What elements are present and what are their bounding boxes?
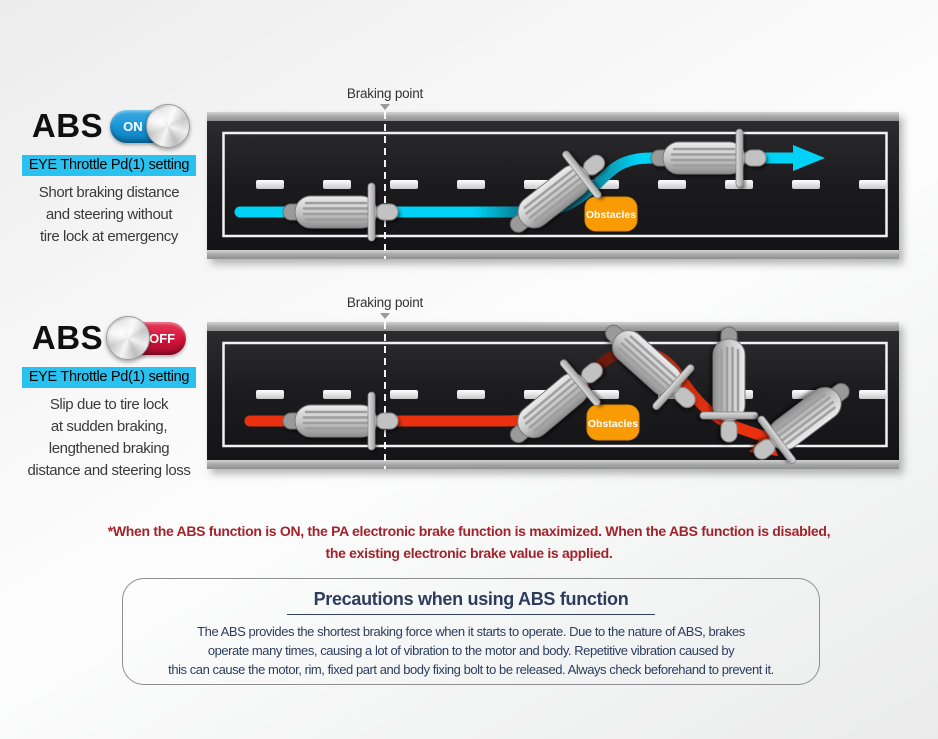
abs-on-heading: ABS [31,107,104,144]
obstacles-badge: Obstacles [584,196,638,232]
precautions-box: Precautions when using ABS function The … [122,578,820,685]
setting-chip-on: EYE Throttle Pd(1) setting [21,155,197,176]
down-triangle-icon [380,104,390,110]
abs-off-toggle[interactable]: OFF [106,315,187,361]
toggle-knob[interactable] [106,316,151,360]
abs-off-heading: ABS [31,319,104,356]
obstacles-badge: Obstacles [586,404,640,441]
braking-point-label-on: Braking point [325,86,445,110]
abs-note: *When the ABS function is ON, the PA ele… [107,523,831,561]
precautions-body: The ABS provides the shortest braking fo… [168,624,774,677]
down-triangle-icon [380,313,390,319]
toggle-knob[interactable] [146,104,191,148]
road-diagram-abs-on: Obstacles [207,112,899,259]
toggle-on-label: ON [123,119,143,134]
abs-off-info: ABS OFF EYE Throttle Pd(1) setting Slip … [14,314,204,482]
abs-off-header: ABS OFF [14,314,204,362]
braking-point-label-off: Braking point [325,295,445,319]
svg-text:Obstacles: Obstacles [588,418,638,430]
road-edge-bottom [207,460,899,469]
abs-off-description: Slip due to tire lock at sudden braking,… [27,396,191,479]
road-edge-top [207,112,899,121]
precautions-title: Precautions when using ABS function [313,589,629,609]
trail-arrowhead-on [793,145,825,171]
setting-chip-off: EYE Throttle Pd(1) setting [21,367,197,388]
abs-on-info: ABS ON EYE Throttle Pd(1) setting Short … [14,102,204,248]
title-underline [287,614,655,615]
road-edge-bottom [207,250,899,259]
toggle-off-label: OFF [149,331,176,346]
braking-point-text: Braking point [346,295,424,310]
road-edge-top [207,322,899,331]
abs-on-description: Short braking distance and steering with… [38,184,180,245]
abs-on-header: ABS ON [14,102,204,150]
road-diagram-abs-off: Obstacles [207,322,899,469]
braking-point-text: Braking point [346,86,424,101]
svg-text:Obstacles: Obstacles [586,209,636,221]
abs-on-toggle[interactable]: ON [110,103,191,149]
